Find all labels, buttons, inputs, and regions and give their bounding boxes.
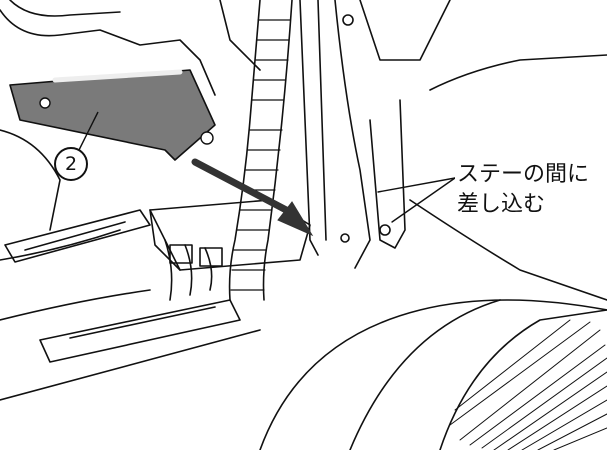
stay-bolt xyxy=(379,224,391,236)
floor-curve xyxy=(259,299,607,450)
lower-rail-slot xyxy=(69,306,216,339)
grille-slats xyxy=(449,319,607,450)
callout-line-1: ステーの間に xyxy=(457,162,590,187)
console-top xyxy=(149,199,311,271)
floor-line xyxy=(0,289,151,321)
bracket-part xyxy=(9,69,216,161)
stay-bracket-right xyxy=(369,99,406,249)
connector-block-left xyxy=(169,244,193,264)
pillar-bolt-hole-lower xyxy=(340,233,350,243)
part-number-badge: 2 xyxy=(54,147,88,181)
lower-rail xyxy=(39,299,241,363)
pointer-line-lower xyxy=(391,177,456,223)
left-lower-line xyxy=(0,229,121,261)
right-mid-contour xyxy=(409,199,607,301)
grille-outline xyxy=(439,309,607,450)
right-upper-contour xyxy=(429,54,607,91)
insertion-arrow xyxy=(191,158,314,237)
left-rail-upper xyxy=(4,209,151,263)
hose-left-edge xyxy=(228,0,261,301)
left-fold-line xyxy=(0,129,61,231)
upper-right-structure xyxy=(359,0,451,61)
hose-ribs xyxy=(230,19,291,291)
floor-diagonal xyxy=(0,329,261,401)
floor-long-line xyxy=(349,299,501,450)
part-leader-line xyxy=(77,111,99,153)
part-number-text: 2 xyxy=(64,153,78,175)
callout-line-2: 差し込む xyxy=(457,192,546,217)
callout-label: ステーの間に 差し込む xyxy=(455,160,592,220)
connector-block-right xyxy=(199,247,223,267)
pillar-bolt-hole-upper xyxy=(342,14,354,26)
left-rail-slot xyxy=(24,221,126,251)
pillar-inner-line xyxy=(317,0,327,241)
wire-harness xyxy=(164,239,213,301)
upper-left-panel xyxy=(0,9,216,96)
pillar-right-edge xyxy=(334,0,371,269)
console-side xyxy=(149,209,181,271)
dash-hood xyxy=(219,0,261,71)
upper-left-contour xyxy=(9,0,121,17)
pointer-line-upper xyxy=(377,177,456,193)
pillar-left-edge xyxy=(299,0,319,256)
